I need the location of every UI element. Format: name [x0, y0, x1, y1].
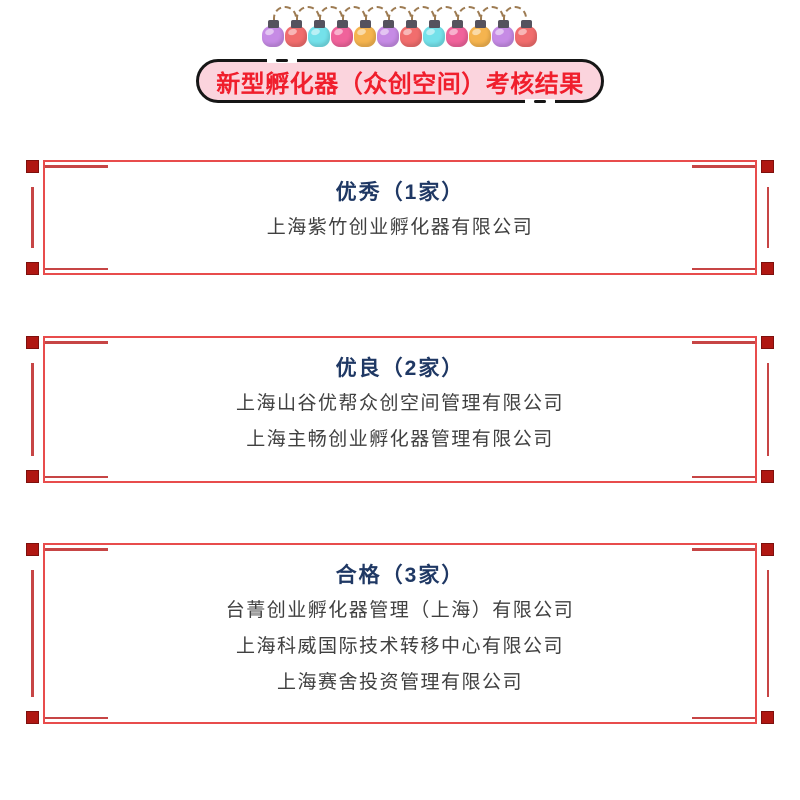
lantern-bulb-icon: [308, 4, 343, 50]
bulb-cap-icon: [498, 20, 509, 28]
border-dash-icon: [534, 99, 546, 103]
corner-square-icon: [761, 470, 774, 483]
section-title: 合格（3家）: [335, 564, 465, 587]
accent-line: [692, 548, 755, 551]
accent-line: [766, 187, 769, 248]
corner-square-icon: [26, 470, 39, 483]
accent-line: [45, 716, 108, 719]
accent-line: [766, 570, 769, 697]
lantern-bulb-icon: [400, 4, 435, 50]
section-qualified: 合格（3家） 台菁创业孵化器管理（上海）有限公司 上海科威国际技术转移中心有限公…: [26, 543, 774, 724]
accent-line: [45, 267, 108, 270]
title-banner: 新型孵化器（众创空间）考核结果: [196, 58, 604, 104]
bulb-cap-icon: [268, 20, 279, 28]
accent-line: [45, 548, 108, 551]
lantern-bulb-icon: [423, 4, 458, 50]
accent-line: [692, 475, 755, 478]
accent-line: [45, 475, 108, 478]
lantern-bulb-icon: [446, 4, 481, 50]
bulb-cap-icon: [383, 20, 394, 28]
border-break-bottom: [525, 99, 555, 104]
company-name: 上海赛舍投资管理有限公司: [276, 672, 523, 693]
section-good: 优良（2家） 上海山谷优帮众创空间管理有限公司 上海主畅创业孵化器管理有限公司: [26, 336, 774, 483]
bulb-cap-icon: [337, 20, 348, 28]
lantern-string: [262, 4, 538, 50]
bulb-cap-icon: [406, 20, 417, 28]
accent-line: [766, 363, 769, 456]
accent-line: [31, 570, 34, 697]
accent-line: [45, 165, 108, 168]
lantern-bulb-icon: [331, 4, 366, 50]
corner-square-icon: [761, 160, 774, 173]
company-name: 上海山谷优帮众创空间管理有限公司: [235, 393, 564, 414]
bulb-cap-icon: [360, 20, 371, 28]
lantern-bulb-icon: [285, 4, 320, 50]
panel-border-box: 优良（2家） 上海山谷优帮众创空间管理有限公司 上海主畅创业孵化器管理有限公司: [43, 336, 757, 483]
corner-square-icon: [761, 336, 774, 349]
border-dash-icon: [276, 58, 288, 62]
company-name: 上海科威国际技术转移中心有限公司: [235, 636, 564, 657]
corner-square-icon: [26, 543, 39, 556]
accent-line: [31, 187, 34, 248]
section-excellent: 优秀（1家） 上海紫竹创业孵化器有限公司: [26, 160, 774, 275]
bulb-cap-icon: [475, 20, 486, 28]
company-name: 台菁创业孵化器管理（上海）有限公司: [225, 600, 575, 621]
lantern-bulb-icon: [377, 4, 412, 50]
accent-line: [692, 716, 755, 719]
lantern-bulb-icon: [262, 4, 297, 50]
corner-square-icon: [26, 711, 39, 724]
accent-line: [692, 165, 755, 168]
corner-square-icon: [26, 160, 39, 173]
accent-line: [45, 341, 108, 344]
lantern-bulb-icon: [354, 4, 389, 50]
lantern-bulb-icon: [515, 4, 538, 50]
company-name: 上海紫竹创业孵化器有限公司: [266, 217, 534, 238]
bulb-cap-icon: [291, 20, 302, 28]
panel-border-box: 合格（3家） 台菁创业孵化器管理（上海）有限公司 上海科威国际技术转移中心有限公…: [43, 543, 757, 724]
bulb-cap-icon: [429, 20, 440, 28]
accent-line: [31, 363, 34, 456]
accent-line: [692, 341, 755, 344]
page-title: 新型孵化器（众创空间）考核结果: [216, 70, 584, 98]
section-title: 优秀（1家）: [335, 181, 465, 204]
lantern-bulb-icon: [469, 4, 504, 50]
corner-square-icon: [26, 336, 39, 349]
lantern-bulb-icon: [492, 4, 527, 50]
announcement-poster: 新型孵化器（众创空间）考核结果 优秀（1家） 上海紫竹创业孵化器有限公司 优良（…: [0, 4, 800, 724]
bulb-cap-icon: [521, 20, 532, 28]
corner-square-icon: [761, 262, 774, 275]
section-title: 优良（2家）: [335, 357, 465, 380]
panel-border-box: 优秀（1家） 上海紫竹创业孵化器有限公司: [43, 160, 757, 275]
bulb-cap-icon: [314, 20, 325, 28]
accent-line: [692, 267, 755, 270]
rope-arc-icon: [503, 6, 527, 24]
corner-square-icon: [761, 543, 774, 556]
corner-square-icon: [761, 711, 774, 724]
corner-square-icon: [26, 262, 39, 275]
company-name: 上海主畅创业孵化器管理有限公司: [246, 429, 554, 450]
bulb-cap-icon: [452, 20, 463, 28]
border-break-top: [267, 58, 297, 63]
